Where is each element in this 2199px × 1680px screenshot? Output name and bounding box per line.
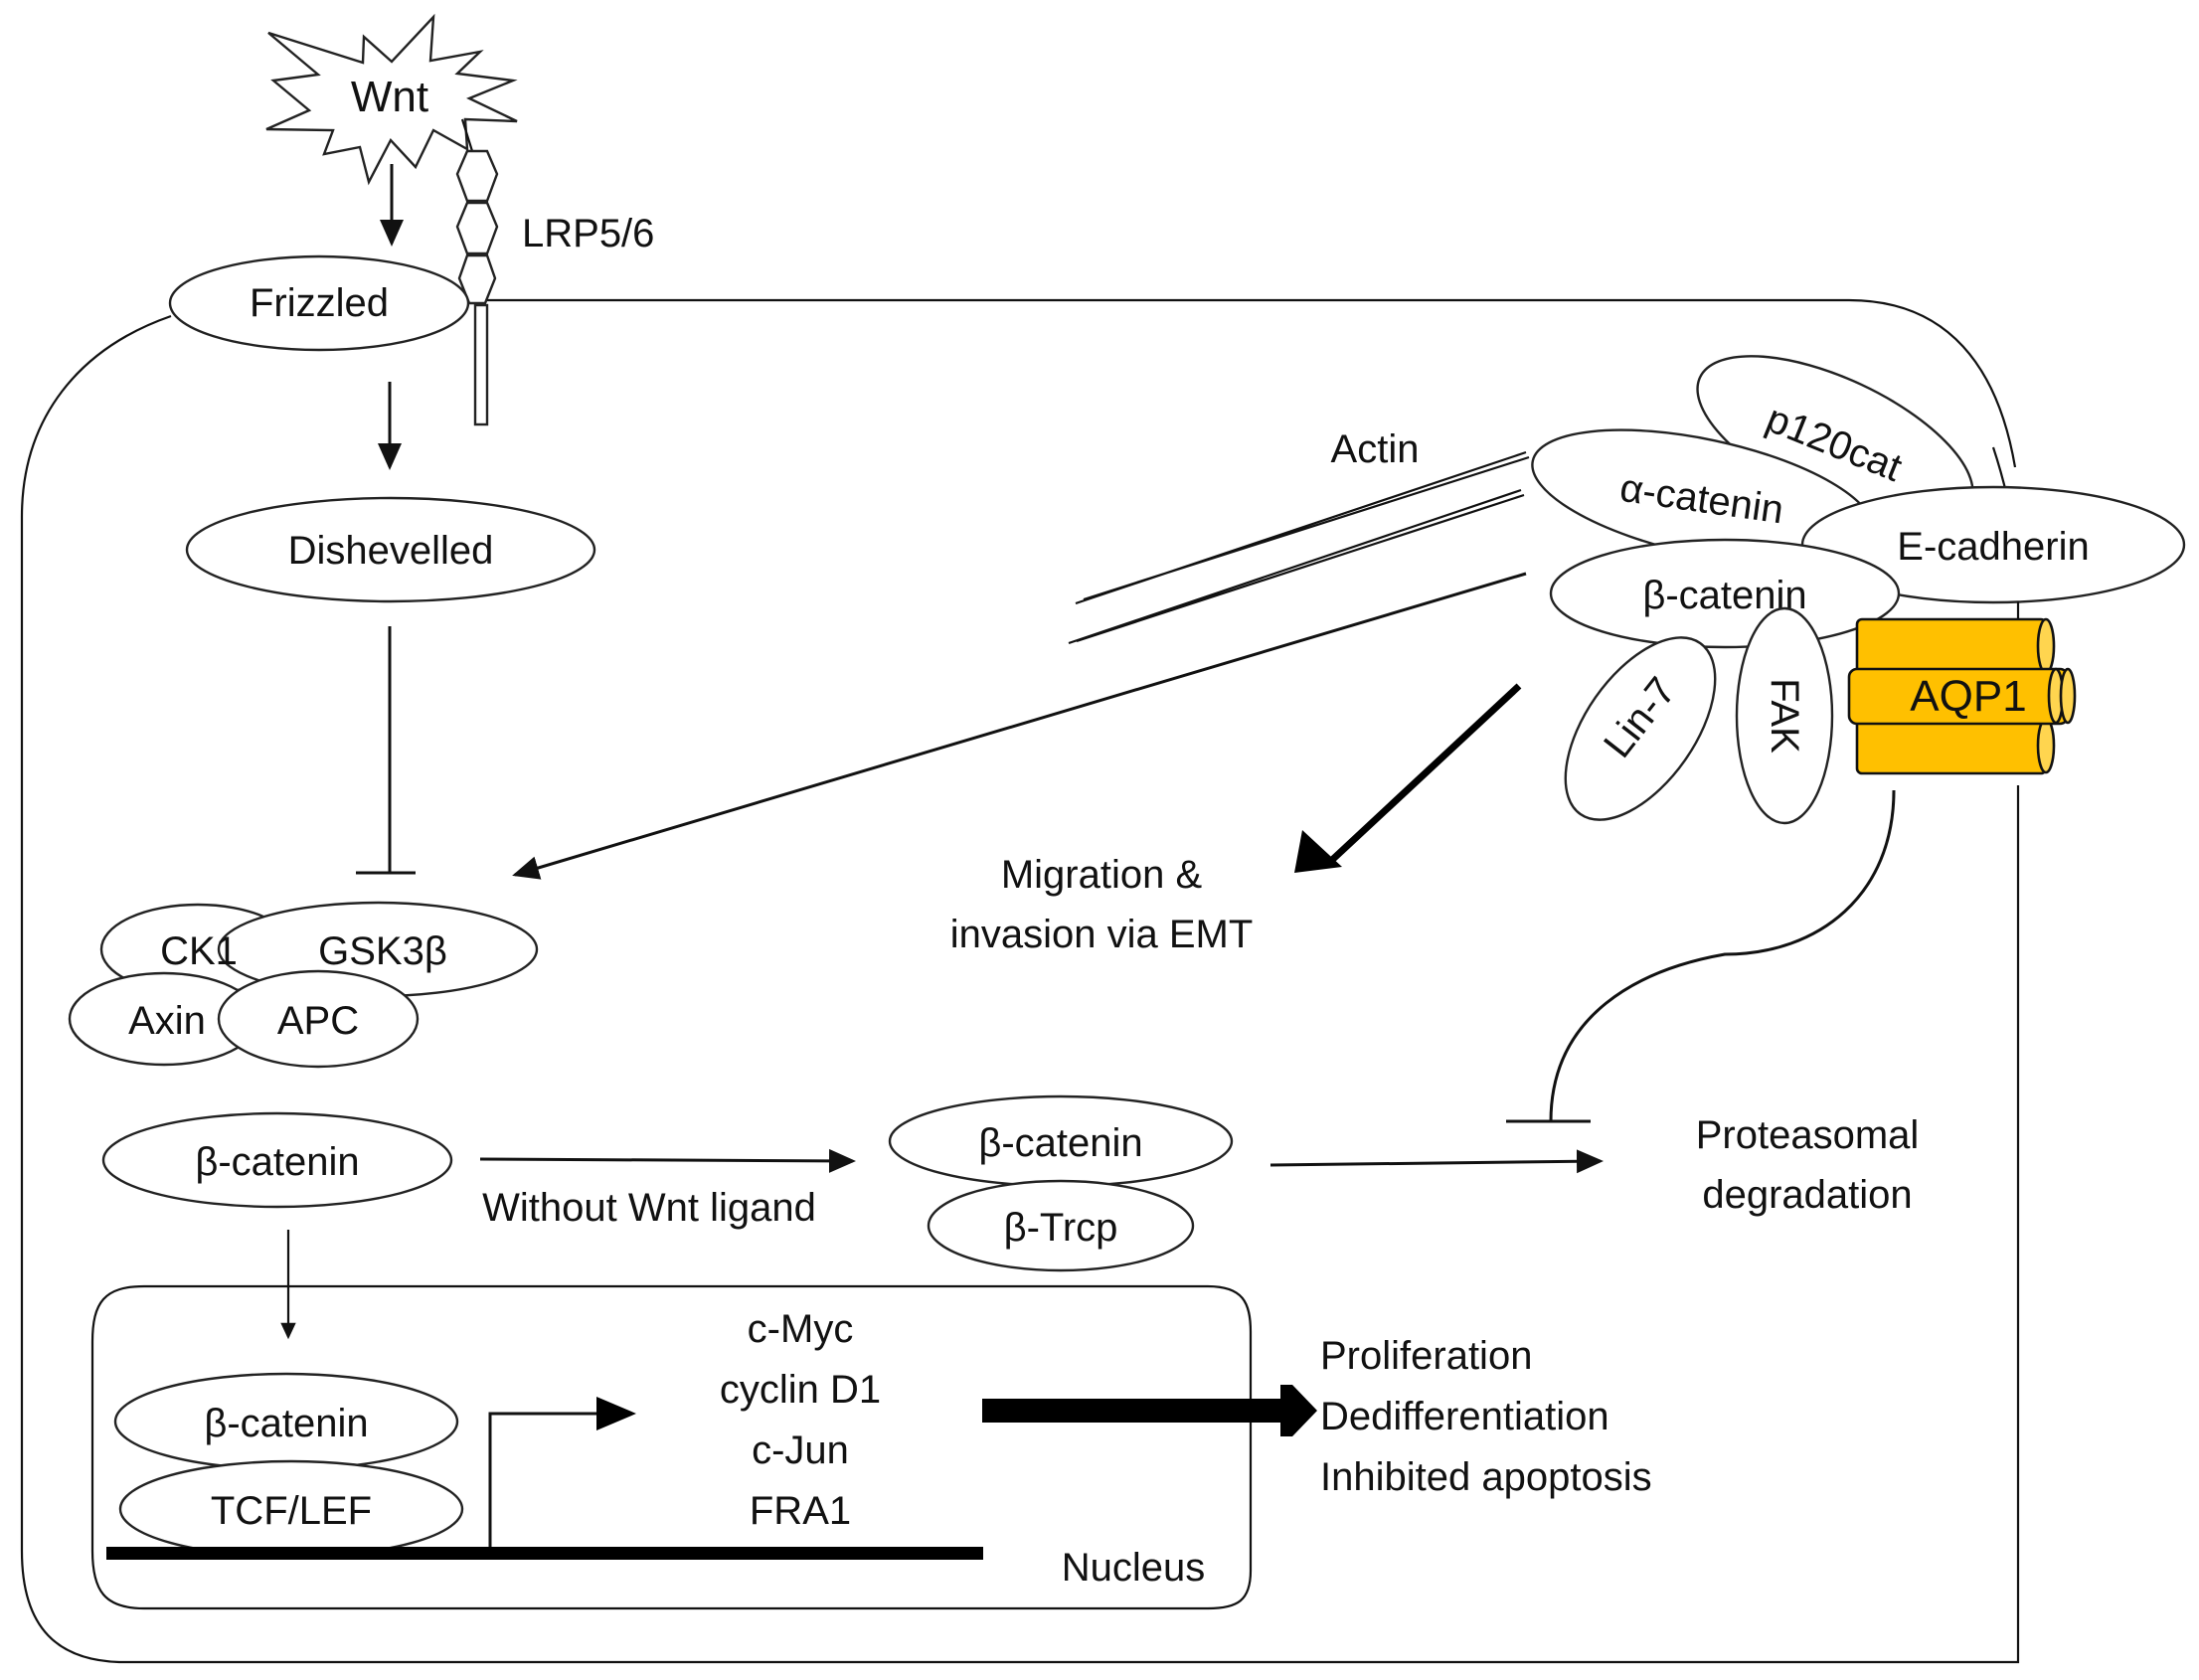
destruction-complex: CK1 GSK3β Axin APC bbox=[68, 901, 539, 1069]
axin-label: Axin bbox=[128, 999, 206, 1043]
degradation-line2: degradation bbox=[1702, 1173, 1912, 1217]
dishevelled-node: Dishevelled bbox=[185, 496, 596, 603]
btrcp-label: β-Trcp bbox=[1004, 1206, 1118, 1250]
nucleus-envelope bbox=[90, 1284, 1253, 1610]
migration-line1: Migration & bbox=[1001, 853, 1203, 897]
gsk3b-label: GSK3β bbox=[318, 929, 447, 973]
transcription-start-arrow bbox=[488, 1412, 604, 1547]
actin-filaments: Actin bbox=[1068, 427, 1530, 645]
btrcp-complex: β-catenin β-Trcp bbox=[888, 1094, 1234, 1272]
wnt-ligand: Wnt bbox=[265, 13, 518, 186]
inhibition-dishevelled-to-complex bbox=[356, 626, 416, 875]
outcome-3: Inhibited apoptosis bbox=[1320, 1455, 1652, 1499]
cellular-outcomes: Proliferation Dedifferentiation Inhibite… bbox=[1320, 1334, 1652, 1499]
arrow-to-degradation bbox=[1269, 1149, 1604, 1174]
wnt-starburst-shape bbox=[265, 13, 518, 186]
proteasomal-degradation: Proteasomal degradation bbox=[1696, 1113, 1920, 1217]
adherens-junction: p120cat α-catenin E-cadherin β-catenin L… bbox=[1531, 355, 2186, 825]
arrow-to-outcomes bbox=[982, 1385, 1317, 1436]
fak-label: FAK bbox=[1763, 678, 1806, 754]
cytoplasm-beta-catenin: β-catenin bbox=[101, 1111, 453, 1209]
without-wnt-label: Without Wnt ligand bbox=[482, 1186, 816, 1230]
apc-label: APC bbox=[277, 999, 359, 1043]
wnt-label: Wnt bbox=[351, 73, 428, 121]
migration-line2: invasion via EMT bbox=[950, 913, 1254, 956]
btrcp-complex-beta-catenin-label: β-catenin bbox=[978, 1121, 1142, 1165]
target-gene-2: cyclin D1 bbox=[720, 1368, 881, 1412]
aqp1-channel: AQP1 bbox=[1847, 601, 2077, 775]
lrp56-coreceptor: LRP5/6 bbox=[455, 118, 654, 426]
target-gene-1: c-Myc bbox=[748, 1307, 854, 1351]
dna-strand bbox=[106, 1547, 983, 1560]
dishevelled-label: Dishevelled bbox=[288, 529, 494, 573]
ck1-label: CK1 bbox=[160, 929, 238, 973]
e-cadherin-label: E-cadherin bbox=[1897, 525, 2089, 569]
lrp56-label: LRP5/6 bbox=[522, 212, 654, 255]
tcf-lef-label: TCF/LEF bbox=[211, 1489, 372, 1533]
outcome-2: Dedifferentiation bbox=[1320, 1395, 1609, 1438]
inhibition-aqp1-to-degradation bbox=[1506, 789, 1896, 1123]
migration-outcome: Migration & invasion via EMT bbox=[950, 853, 1254, 956]
frizzled-receptor: Frizzled bbox=[168, 254, 470, 352]
actin-label: Actin bbox=[1331, 427, 1420, 471]
nucleus-label: Nucleus bbox=[1062, 1546, 1206, 1590]
nucleus-beta-catenin-label: β-catenin bbox=[204, 1402, 368, 1445]
frizzled-label: Frizzled bbox=[250, 281, 389, 325]
target-gene-3: c-Jun bbox=[752, 1428, 849, 1472]
cyto-beta-catenin-label: β-catenin bbox=[195, 1140, 359, 1184]
outcome-1: Proliferation bbox=[1320, 1334, 1532, 1378]
arrow-to-migration bbox=[1294, 683, 1522, 873]
arrow-junction-to-complex bbox=[512, 572, 1527, 880]
nucleus: β-catenin TCF/LEF c-Myc cyclin D1 c-Jun … bbox=[90, 1284, 1253, 1610]
target-gene-4: FRA1 bbox=[750, 1489, 851, 1533]
degradation-line1: Proteasomal bbox=[1696, 1113, 1920, 1157]
arrow-without-wnt bbox=[479, 1148, 856, 1173]
aqp1-label: AQP1 bbox=[1910, 672, 2026, 721]
